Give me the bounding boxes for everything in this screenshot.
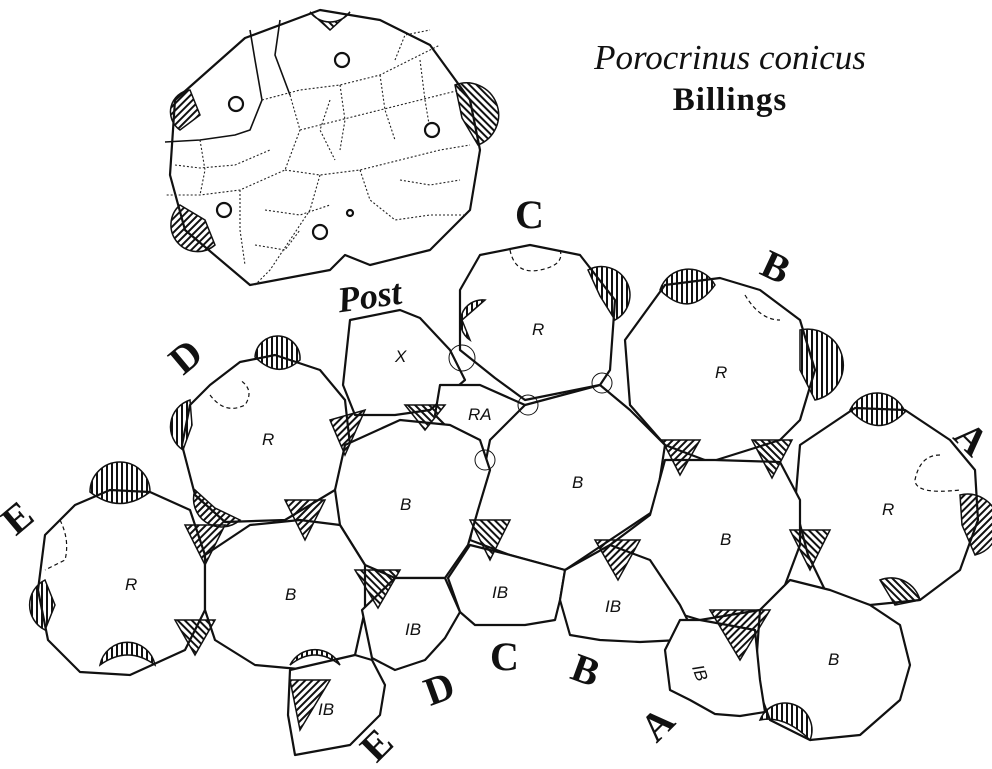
ray-e-top: E	[0, 492, 42, 544]
label-basal-ea: B	[828, 650, 839, 669]
tegmen-view	[165, 10, 499, 285]
label-ib-3: IB	[405, 620, 421, 639]
tegmen-pore-hole	[425, 123, 439, 137]
ray-a-bottom: A	[631, 698, 683, 750]
label-radial-a: R	[882, 500, 894, 519]
ray-c-top: C	[515, 192, 544, 237]
label-anal-x: X	[394, 347, 407, 366]
ray-b-top: B	[754, 241, 797, 293]
label-radial-e: R	[125, 575, 137, 594]
species-name: Porocrinus conicus	[540, 38, 920, 78]
label-basal-ab: B	[720, 530, 731, 549]
tegmen-pore-hole	[313, 225, 327, 239]
label-ib-5: IB	[318, 700, 334, 719]
tegmen-pore-hole	[335, 53, 349, 67]
label-radial-c: R	[532, 320, 544, 339]
label-basal-de: B	[285, 585, 296, 604]
tegmen-outline	[170, 10, 480, 285]
tegmen-pore-hole	[229, 97, 243, 111]
label-radial-d: R	[262, 430, 274, 449]
ray-d-top: D	[160, 330, 211, 383]
label-basal-cd: B	[400, 495, 411, 514]
ray-d-bottom: D	[418, 662, 461, 714]
label-basal-bc: B	[572, 473, 583, 492]
species-author: Billings	[540, 82, 920, 119]
ray-b-bottom: B	[566, 644, 606, 695]
label-ib-2: IB	[605, 597, 621, 616]
label-radial-b: R	[715, 363, 727, 382]
label-ib-1: IB	[492, 583, 508, 602]
tegmen-pore-hole	[217, 203, 231, 217]
anal-opening	[347, 210, 353, 216]
label-radianal: RA	[468, 405, 492, 424]
ray-c-bottom: C	[490, 634, 519, 679]
